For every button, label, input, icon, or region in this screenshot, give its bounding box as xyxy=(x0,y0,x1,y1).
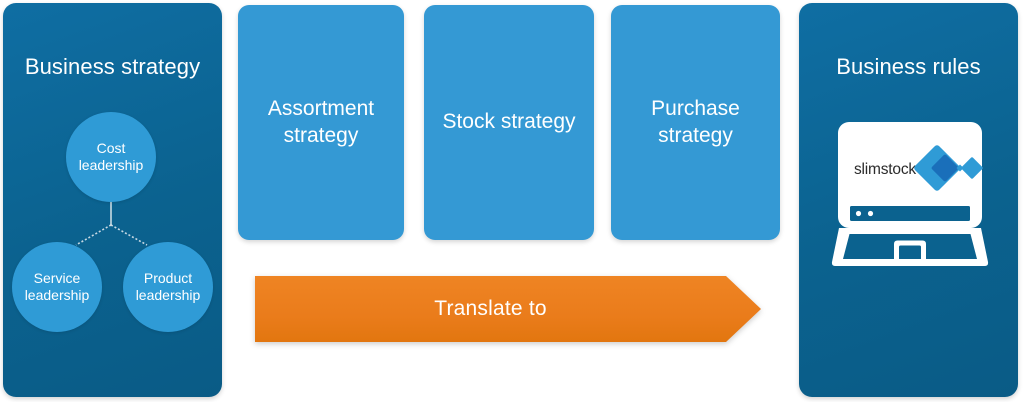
node-cost-leadership-label: Cost leadership xyxy=(78,139,144,173)
node-cost-leadership[interactable]: Cost leadership xyxy=(66,112,156,202)
card-purchase-strategy[interactable]: Purchase strategy xyxy=(611,5,780,240)
node-service-leadership[interactable]: Service leadership xyxy=(12,242,102,332)
node-service-leadership-label: Service leadership xyxy=(24,269,90,303)
arrow-right-icon xyxy=(255,276,761,342)
translate-to-arrow: Translate to xyxy=(255,276,761,342)
slimstock-wordmark: slimstock xyxy=(854,161,916,178)
slimstock-logo-icon xyxy=(914,145,983,191)
card-assortment-strategy-label: Assortment strategy xyxy=(267,96,375,147)
card-stock-strategy[interactable]: Stock strategy xyxy=(424,5,594,240)
business-strategy-title: Business strategy xyxy=(24,54,201,79)
node-product-leadership[interactable]: Product leadership xyxy=(123,242,213,332)
business-rules-title: Business rules xyxy=(836,54,981,79)
translate-to-label: Translate to xyxy=(434,297,547,320)
business-strategy-panel: Business strategy xyxy=(3,3,222,397)
laptop-icon: slimstock xyxy=(830,118,990,270)
card-purchase-strategy-label: Purchase strategy xyxy=(651,96,740,147)
node-product-leadership-label: Product leadership xyxy=(135,269,201,303)
card-stock-strategy-label: Stock strategy xyxy=(442,110,576,134)
card-assortment-strategy[interactable]: Assortment strategy xyxy=(238,5,404,240)
